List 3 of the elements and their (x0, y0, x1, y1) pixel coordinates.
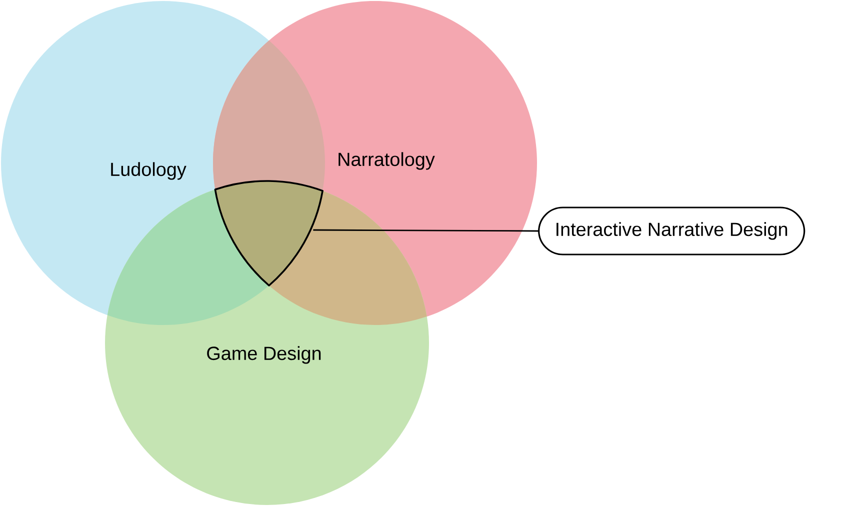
leader-line (313, 229, 538, 232)
label-box: Interactive Narrative Design (538, 206, 806, 256)
intersection-region (214, 180, 324, 286)
